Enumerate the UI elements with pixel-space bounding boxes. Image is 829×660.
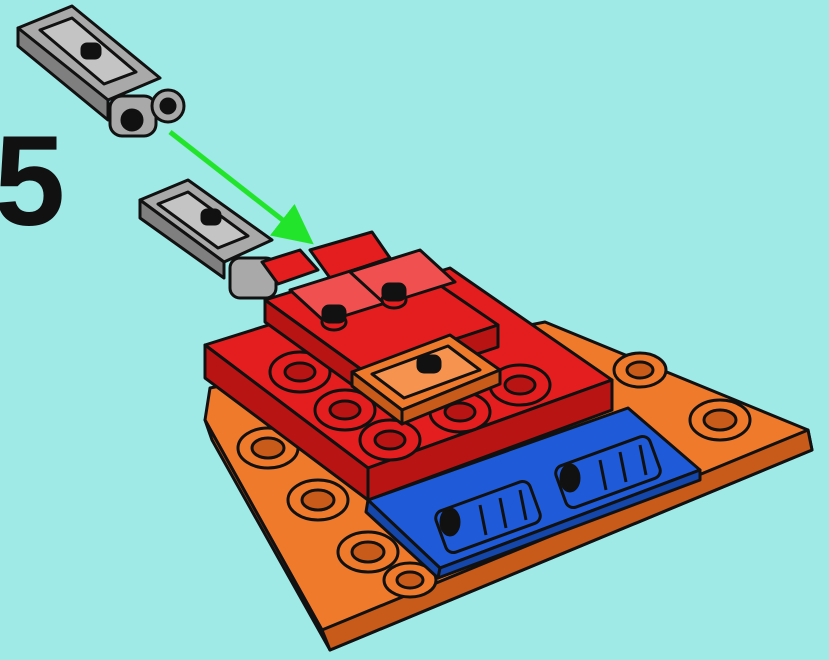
grey-clip-detached bbox=[18, 6, 184, 136]
grey-clip-attached bbox=[140, 180, 318, 298]
